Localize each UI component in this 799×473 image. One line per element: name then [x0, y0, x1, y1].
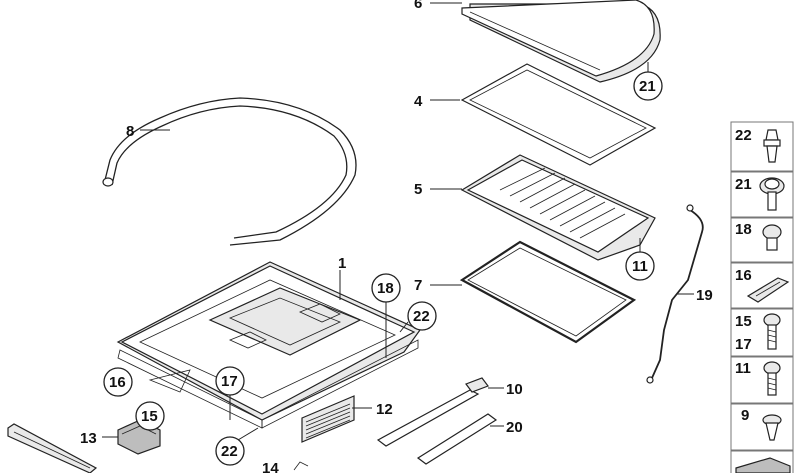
callout-6: 6	[414, 0, 422, 12]
callout-22-circle-bottom	[215, 436, 245, 466]
hex-screw-icon	[763, 361, 781, 396]
callout-20: 20	[506, 419, 523, 436]
pan-head-screw-icon	[762, 224, 782, 251]
clip-part	[293, 461, 309, 471]
panel-label-9: 9	[741, 407, 749, 424]
callout-13: 13	[80, 430, 97, 447]
callout-19: 19	[696, 287, 713, 304]
callout-16: 16	[109, 374, 126, 391]
callout-15: 15	[141, 408, 158, 425]
guide-rail-part	[7, 423, 98, 473]
callout-16-circle	[103, 367, 133, 397]
panel-label-15: 15	[735, 313, 752, 330]
panel-label-11: 11	[735, 360, 751, 377]
cover-strip-icon	[735, 457, 791, 473]
panel-label-18: 18	[735, 221, 752, 238]
callout-21-circle	[633, 71, 663, 101]
callout-8: 8	[126, 123, 134, 140]
panel-label-17: 17	[735, 336, 752, 353]
drive-cable-part	[646, 204, 704, 384]
glass-lid-part	[461, 0, 661, 83]
frame-seal-part	[459, 240, 637, 344]
callout-4: 4	[414, 93, 423, 110]
callout-18: 18	[377, 280, 394, 297]
callout-12: 12	[376, 401, 393, 418]
callout-14: 14	[262, 460, 279, 473]
wind-deflector-part	[301, 395, 355, 443]
drain-channel-part	[376, 377, 489, 447]
fastener-panel: 22 21 18 16 15 17	[730, 121, 794, 473]
callout-17: 17	[221, 373, 238, 390]
callout-7: 7	[414, 277, 422, 294]
rail-part	[416, 413, 498, 465]
countersunk-screw-icon	[762, 414, 782, 441]
expansion-clip-icon	[763, 129, 781, 163]
callout-15-circle	[135, 401, 165, 431]
callout-22-right: 22	[413, 308, 430, 325]
torx-screw-icon	[763, 313, 781, 350]
panel-label-16: 16	[735, 267, 752, 284]
sunroof-frame-part	[116, 261, 421, 429]
callout-10: 10	[506, 381, 523, 398]
callout-21: 21	[639, 78, 656, 95]
callout-22-bottom: 22	[221, 443, 238, 460]
lid-seal-part	[460, 63, 657, 166]
bracket-plate-icon	[746, 277, 790, 303]
sunblind-part	[460, 154, 656, 261]
flange-screw-icon	[759, 177, 785, 211]
panel-label-21: 21	[735, 176, 752, 193]
callout-5: 5	[414, 181, 422, 198]
panel-label-22: 22	[735, 127, 752, 144]
callout-1: 1	[338, 255, 346, 272]
callout-11-circle	[625, 251, 655, 281]
callout-22-circle-right	[407, 301, 437, 331]
roof-seal-strip-part	[102, 97, 357, 246]
callout-11: 11	[632, 258, 648, 275]
